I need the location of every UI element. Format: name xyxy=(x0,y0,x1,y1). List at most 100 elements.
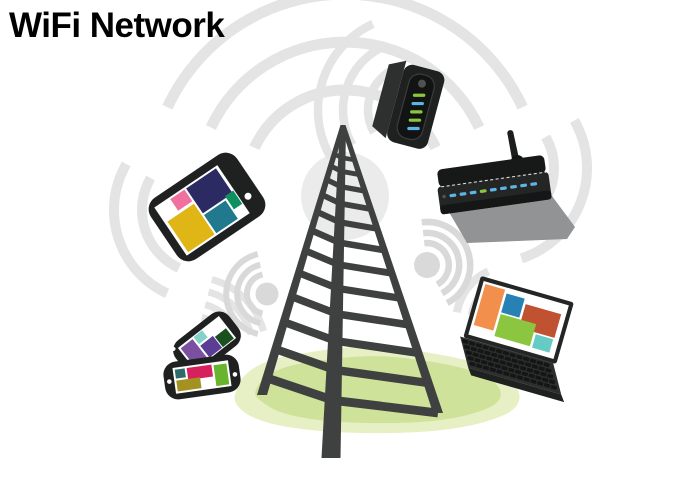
laptop-key xyxy=(485,356,493,361)
laptop-key xyxy=(518,360,525,366)
laptop-key xyxy=(523,356,530,362)
laptop-key xyxy=(492,358,500,363)
tower-rung xyxy=(297,269,401,302)
modem-side-face xyxy=(372,60,407,139)
laptop-key xyxy=(519,365,527,371)
laptop-key xyxy=(489,346,496,352)
tower-left-rail xyxy=(257,125,346,395)
router-led-blue xyxy=(499,186,507,191)
wifi-arc-laptop xyxy=(452,267,491,314)
wifi-arc-tablet xyxy=(108,161,170,298)
tower-rung xyxy=(290,293,410,329)
laptop-key xyxy=(479,354,486,360)
laptop-tile-teal xyxy=(531,334,554,353)
modem-led-strip xyxy=(407,93,426,131)
laptop-key xyxy=(516,375,524,381)
router-led-blue xyxy=(469,190,477,195)
router-led-strip xyxy=(449,182,538,198)
laptop-key xyxy=(545,368,552,373)
left-hotspot-dot-icon xyxy=(255,282,279,306)
laptop-key xyxy=(477,348,484,354)
laptop-key xyxy=(474,357,481,363)
laptop-key xyxy=(543,362,550,368)
tablet-tile-navy xyxy=(186,168,233,214)
laptop-tile-blue xyxy=(501,293,525,318)
laptop-key xyxy=(543,383,551,388)
laptop-key xyxy=(490,352,498,358)
modem-status-light-icon xyxy=(417,79,426,88)
laptop-key xyxy=(472,352,479,358)
laptop-front-lip xyxy=(468,367,565,403)
laptop-key xyxy=(516,354,523,360)
phone1-tile-violet xyxy=(200,335,223,358)
tablet-tile-gold xyxy=(167,203,215,253)
phone2-home-button-icon xyxy=(232,372,238,377)
laptop xyxy=(460,276,574,403)
laptop-key xyxy=(537,381,544,386)
laptop-key xyxy=(469,361,476,367)
wifi-arc-left-hotspot xyxy=(244,271,264,317)
laptop-key xyxy=(484,350,491,356)
laptop-tile-green xyxy=(494,313,537,347)
laptop-key xyxy=(530,379,537,384)
laptop-key xyxy=(501,365,508,371)
router-antenna-tip xyxy=(507,130,514,137)
phone2-speaker-icon xyxy=(167,379,172,384)
wifi-arc-router xyxy=(519,118,593,264)
laptop-key xyxy=(538,366,545,371)
laptop-key xyxy=(511,358,518,364)
phone1-tile-darkgreen xyxy=(214,328,234,348)
smartphone-back xyxy=(171,311,241,375)
wifi-arc-right-hotspot xyxy=(422,229,463,297)
apex-broadcast-circle xyxy=(301,152,389,240)
router-led-blue xyxy=(520,183,528,188)
modem-led-green xyxy=(408,118,422,122)
laptop-keyboard xyxy=(462,339,558,390)
phone1-tile-teal xyxy=(193,330,208,345)
wifi-arc-right-hotspot xyxy=(421,218,474,306)
smartphones xyxy=(163,311,241,400)
laptop-tile-orange xyxy=(473,283,506,331)
laptop-key xyxy=(494,363,501,369)
laptop-key xyxy=(475,363,483,369)
phone2-tile-crimson xyxy=(186,364,214,380)
laptop-key xyxy=(524,362,532,368)
router-bottom-lip xyxy=(440,190,552,215)
laptop-key xyxy=(508,367,515,373)
phone1-camera-icon xyxy=(171,346,176,351)
router-led-blue xyxy=(459,192,467,196)
laptop-key xyxy=(489,367,496,373)
laptop-key xyxy=(509,373,517,379)
router-led-blue xyxy=(449,193,457,198)
wifi-arc-tower-apex xyxy=(162,0,528,110)
laptop-key xyxy=(462,339,469,344)
router-led-blue xyxy=(489,187,497,192)
modem-led-green xyxy=(410,110,423,114)
cable-modem xyxy=(372,60,445,149)
laptop-key xyxy=(482,365,490,371)
laptop-key xyxy=(496,369,503,375)
laptop-key xyxy=(504,356,511,362)
router-led-blue xyxy=(530,182,538,186)
laptop-key xyxy=(480,359,488,365)
wifi-arc-tablet xyxy=(137,175,182,273)
wifi-arc-left-hotspot xyxy=(234,261,262,327)
tablet xyxy=(148,152,266,262)
router-trim-line xyxy=(441,171,547,188)
modem-led-blue xyxy=(411,101,424,106)
phone2-tile-olive xyxy=(176,377,202,392)
laptop-key xyxy=(465,350,473,356)
phone2-tile-green xyxy=(213,363,230,387)
tower-right-rail xyxy=(340,125,443,413)
laptop-key xyxy=(528,373,535,379)
wireless-router xyxy=(437,130,552,215)
laptop-key xyxy=(548,379,556,385)
right-hotspot-dot-icon xyxy=(414,252,440,278)
modem-led-blue xyxy=(407,126,420,131)
laptop-key xyxy=(536,360,544,366)
laptop-key xyxy=(495,348,503,354)
router-led-green xyxy=(479,189,487,194)
page-title: WiFi Network xyxy=(9,6,225,45)
